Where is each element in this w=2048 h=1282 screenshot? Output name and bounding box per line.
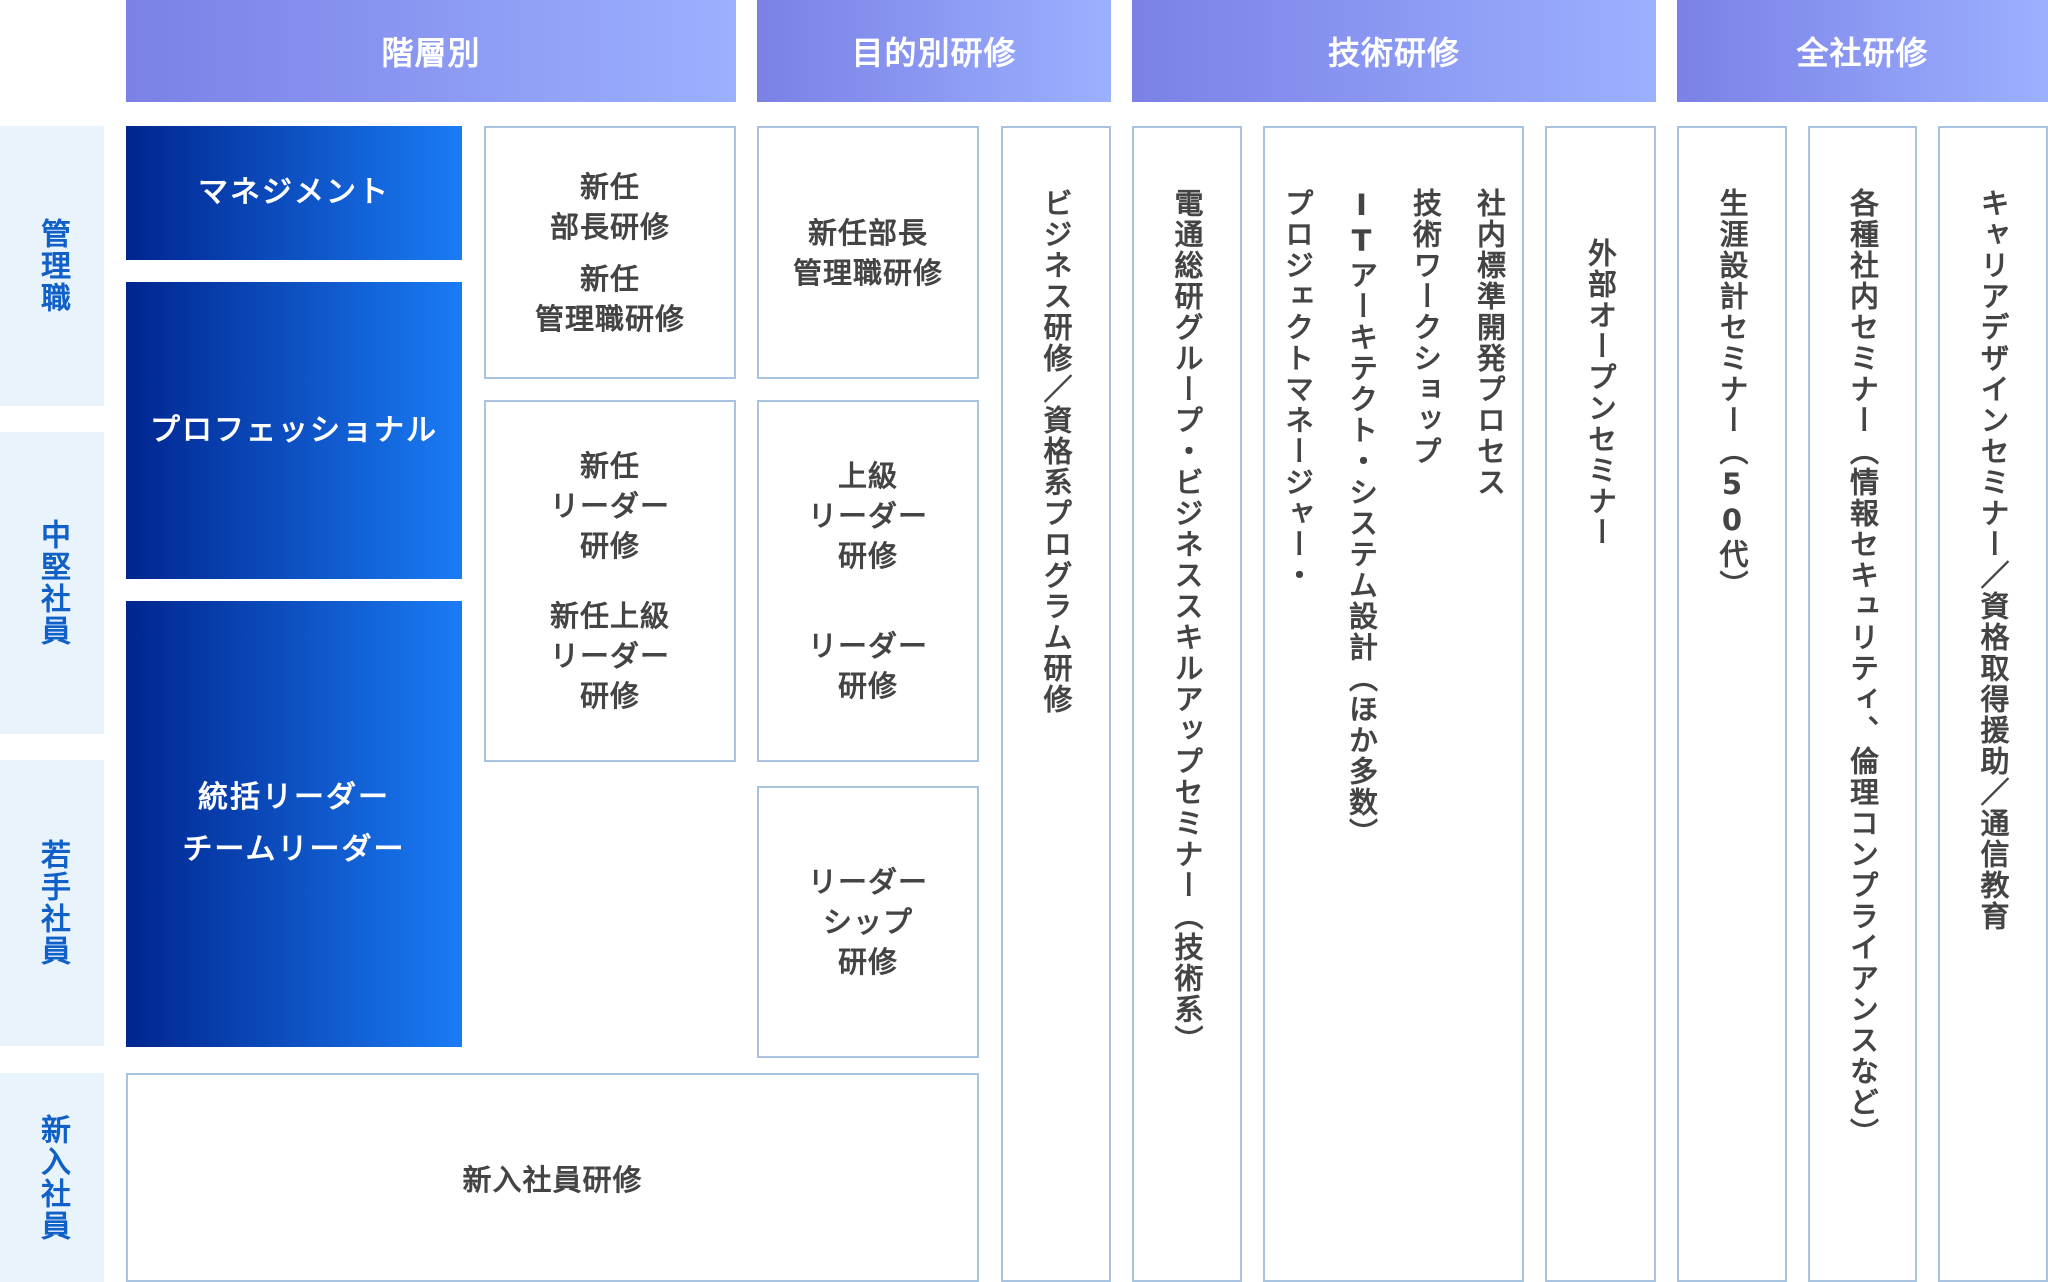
row-label-manager: 管理職 xyxy=(0,126,104,406)
tier-leader-label-2: チームリーダー xyxy=(182,832,406,867)
column-dentsusoken-seminar-label: 電通総研グループ・ビジネススキルアップセミナー（技術系） xyxy=(1170,188,1204,1056)
tier-professional: プロフェッショナル xyxy=(126,282,462,579)
training-item: リーダー シップ 研修 xyxy=(807,865,928,979)
row-label-young-text: 若手社員 xyxy=(35,839,70,967)
header-by-level: 階層別 xyxy=(126,0,736,102)
column-internal-seminars: 各種社内セミナー（情報セキュリティ、倫理コンプライアンスなど） xyxy=(1808,126,1917,1282)
header-technical: 技術研修 xyxy=(1132,0,1656,102)
level-training-box-1: 新任 部長研修 新任 管理職研修 xyxy=(484,126,736,379)
column-technical-list: プロジェクトマネージャー・ ITアーキテクト・システム設計（ほか多数） 技術ワー… xyxy=(1263,126,1524,1282)
header-by-level-label: 階層別 xyxy=(381,34,481,72)
training-item: 新任 リーダー 研修 xyxy=(549,449,670,563)
row-label-new-text: 新入社員 xyxy=(35,1113,70,1242)
row-label-young: 若手社員 xyxy=(0,760,104,1046)
column-business-training-label: ビジネス研修／資格系プログラム研修 xyxy=(1039,188,1073,715)
row-label-new: 新入社員 xyxy=(0,1073,104,1282)
header-company-wide-label: 全社研修 xyxy=(1796,34,1929,72)
column-career-design: キャリアデザインセミナー／資格取得援助／通信教育 xyxy=(1938,126,2048,1282)
training-item: 新任 管理職研修 xyxy=(534,261,685,336)
row-label-mid: 中堅社員 xyxy=(0,432,104,734)
new-employee-training-box: 新入社員研修 xyxy=(126,1073,979,1282)
tier-leader-label-1: 統括リーダー xyxy=(198,780,390,815)
column-life-plan-label: 生涯設計セミナー（50代） xyxy=(1715,188,1749,601)
training-item: 新任上級 リーダー 研修 xyxy=(549,599,670,713)
column-life-plan: 生涯設計セミナー（50代） xyxy=(1677,126,1787,1282)
new-employee-training-label: 新入社員研修 xyxy=(462,1162,643,1197)
training-item: 上級 リーダー 研修 xyxy=(807,459,928,573)
training-item: 新任 部長研修 xyxy=(549,169,670,244)
row-label-manager-text: 管理職 xyxy=(35,218,70,314)
column-external-seminar-label: 外部オープンセミナー xyxy=(1583,238,1618,548)
level-training-box-2: 新任 リーダー 研修 新任上級 リーダー 研修 xyxy=(484,400,736,762)
tier-professional-label: プロフェッショナル xyxy=(150,412,438,448)
training-item: 新任部長 管理職研修 xyxy=(792,215,943,290)
purpose-training-box-3: リーダー シップ 研修 xyxy=(757,786,979,1058)
header-company-wide: 全社研修 xyxy=(1677,0,2048,102)
header-by-purpose-label: 目的別研修 xyxy=(851,34,1017,72)
tech-item: プロジェクトマネージャー・ xyxy=(1280,188,1315,591)
header-by-purpose: 目的別研修 xyxy=(757,0,1111,102)
column-external-seminar: 外部オープンセミナー xyxy=(1545,126,1656,1282)
column-business-training: ビジネス研修／資格系プログラム研修 xyxy=(1001,126,1111,1282)
column-dentsusoken-seminar: 電通総研グループ・ビジネススキルアップセミナー（技術系） xyxy=(1132,126,1242,1282)
tech-item: 社内標準開発プロセス xyxy=(1472,188,1507,498)
tier-management-label: マネジメント xyxy=(198,175,390,210)
column-internal-seminars-label: 各種社内セミナー（情報セキュリティ、倫理コンプライアンスなど） xyxy=(1845,188,1880,1149)
tech-item: 技術ワークショップ xyxy=(1408,188,1443,467)
tech-item: ITアーキテクト・システム設計（ほか多数） xyxy=(1344,188,1379,849)
tier-management: マネジメント xyxy=(126,126,462,260)
training-item: リーダー 研修 xyxy=(807,629,928,703)
row-label-mid-text: 中堅社員 xyxy=(35,519,70,647)
column-career-design-label: キャリアデザインセミナー／資格取得援助／通信教育 xyxy=(1976,188,2010,932)
purpose-training-box-2: 上級 リーダー 研修 リーダー 研修 xyxy=(757,400,979,762)
purpose-training-box-1: 新任部長 管理職研修 xyxy=(757,126,979,379)
tier-leader: 統括リーダー チームリーダー xyxy=(126,601,462,1047)
header-technical-label: 技術研修 xyxy=(1327,34,1460,72)
